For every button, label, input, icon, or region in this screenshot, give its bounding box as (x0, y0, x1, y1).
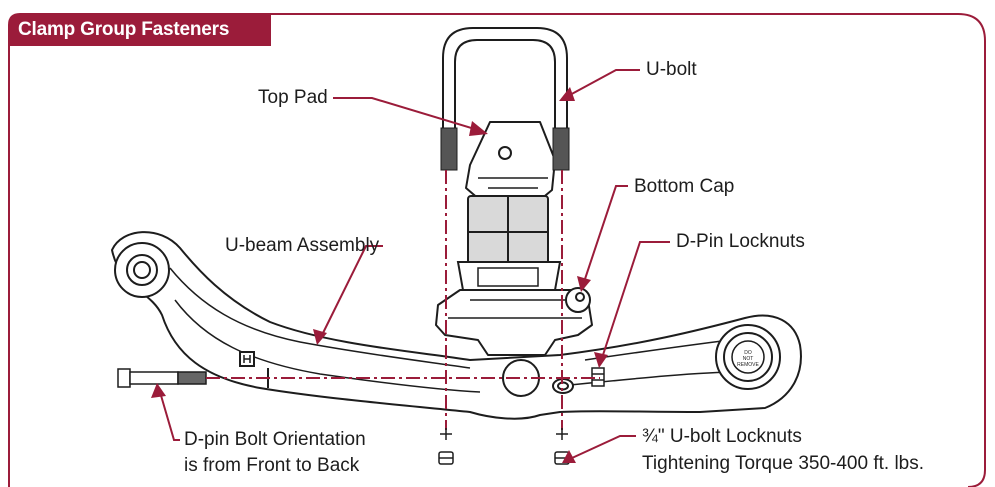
u-beam-assembly (111, 231, 802, 420)
u-bolt-threads (440, 127, 570, 171)
top-pad (465, 121, 556, 201)
leader-u-bolt-locknuts (571, 435, 636, 459)
label-top-pad: Top Pad (258, 87, 328, 108)
label-u-bolt-locknuts-line-2: Tightening Torque 350-400 ft. lbs. (642, 453, 925, 474)
label-d-pin-orientation-line-1: D-pin Bolt Orientation (184, 429, 366, 450)
bottom-cap (435, 287, 593, 356)
u-bolt (442, 27, 568, 170)
leader-arrowheads (151, 87, 608, 463)
leader-top-pad (333, 97, 479, 131)
label-bottom-cap: Bottom Cap (634, 176, 735, 197)
label-d-pin-orientation-line-2: is from Front to Back (184, 455, 360, 476)
bushing-text-line-2: NOT (743, 356, 754, 362)
bushing-text: DO NOT REMOVE (737, 350, 759, 368)
leader-u-bolt (567, 69, 640, 97)
d-pin-bolt (117, 351, 269, 388)
label-d-pin-locknuts: D-Pin Locknuts (676, 231, 805, 252)
bushing-text-line-1: DO (744, 350, 752, 356)
leader-u-beam (321, 245, 383, 336)
u-bolt-locknuts (438, 428, 570, 465)
spring-block (456, 195, 562, 291)
title-tab (9, 14, 271, 46)
leader-d-pin-orientation (159, 391, 180, 441)
label-u-bolt-locknuts-line-1: ¾" U-bolt Locknuts (642, 426, 802, 447)
label-u-beam-assembly: U-beam Assembly (225, 235, 380, 256)
bushing-text-line-3: REMOVE (737, 362, 759, 368)
diagram-title: Clamp Group Fasteners (18, 19, 230, 40)
leader-bottom-cap (583, 185, 628, 283)
leader-lines (159, 69, 670, 459)
centerlines (206, 170, 600, 430)
leader-d-pin-locknuts (601, 241, 670, 359)
label-u-bolt: U-bolt (646, 59, 697, 80)
d-pin-locknut (591, 367, 605, 387)
